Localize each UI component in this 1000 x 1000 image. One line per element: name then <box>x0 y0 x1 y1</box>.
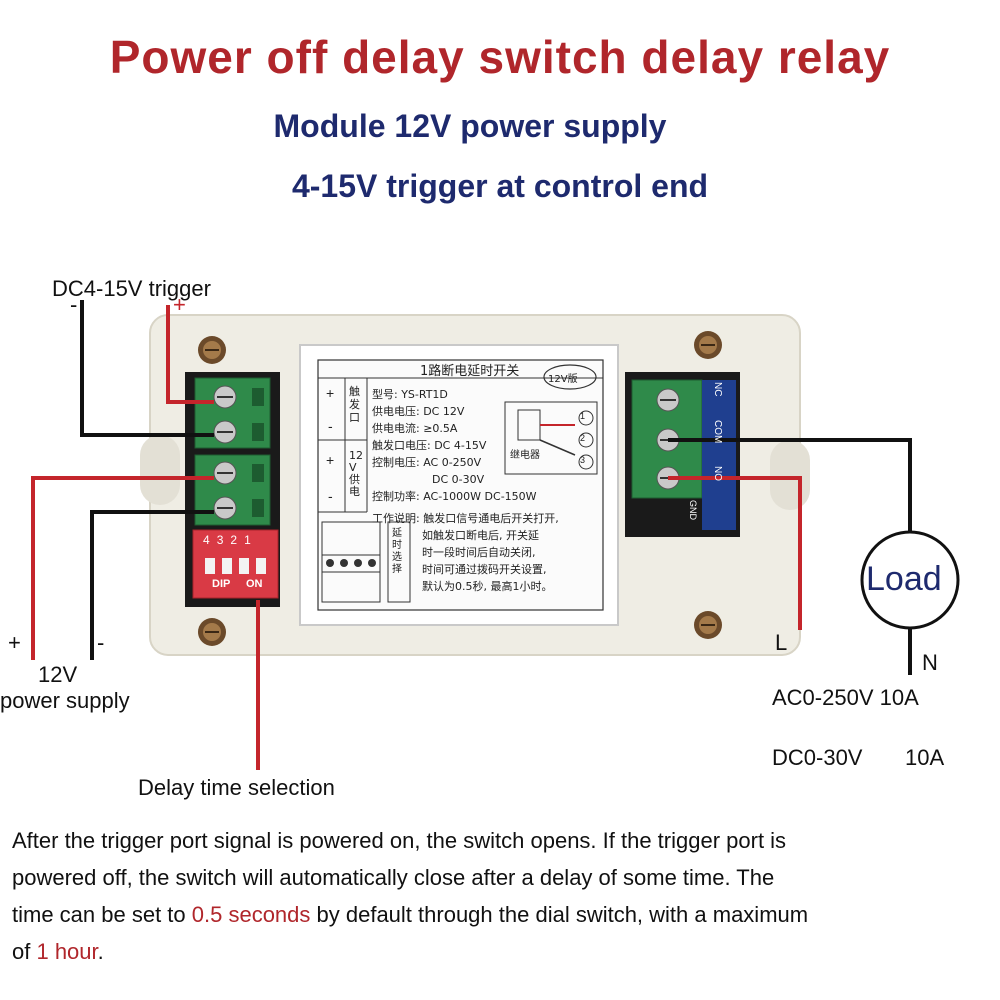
label-delay-select: 延时选择 <box>392 528 402 575</box>
description-line: time can be set to 0.5 seconds by defaul… <box>12 902 809 927</box>
terminal-screw-icon <box>213 385 237 409</box>
load-label: Load <box>866 560 942 598</box>
dip-label: DIP <box>212 578 231 590</box>
trigger-plus-wire <box>166 305 214 404</box>
screw-icon <box>198 618 226 646</box>
work-desc-line: 默认为0.5秒, 最高1小时。 <box>422 580 553 593</box>
neutral-label: N <box>922 650 938 675</box>
supply-text-label: power supply <box>0 688 130 713</box>
trigger-label: DC4-15V trigger <box>52 276 211 301</box>
label-power-minus: - <box>328 488 333 504</box>
terminal-screw-icon <box>213 496 237 520</box>
live-label: L <box>775 630 788 655</box>
mount-tab-left <box>140 435 180 505</box>
dc-rating-voltage-label: DC0-30V <box>772 745 863 770</box>
relay-pin-2: 2 <box>580 433 586 443</box>
spec-control-power: 控制功率: AC-1000W DC-150W <box>372 490 537 503</box>
dip-slider[interactable] <box>205 558 215 574</box>
module-work-description: 工作说明: 触发口信号通电后开关打开, 如触发口断电后, 开关延 时一段时间后自… <box>372 510 559 595</box>
spec-supply-voltage: 供电电压: DC 12V <box>372 405 465 418</box>
spec-model: 型号: YS-RT1D <box>372 388 448 401</box>
trigger-minus-label: - <box>70 292 78 317</box>
spec-trigger-voltage: 触发口电压: DC 4-15V <box>372 439 487 452</box>
label-power-port: 12V 供电 <box>349 449 363 498</box>
relay-pcb-strip <box>702 380 736 530</box>
work-desc-line: 工作说明: 触发口信号通电后开关打开, <box>372 512 559 525</box>
screw-icon <box>198 336 226 364</box>
supply-minus-label: - <box>97 630 105 655</box>
relay-nc-label: NC <box>712 382 723 397</box>
subtitle-power-supply: Module 12V power supply <box>273 108 667 144</box>
terminal-screw-icon <box>656 388 680 412</box>
trigger-plus-label: + <box>173 292 186 317</box>
label-relay: 继电器 <box>510 450 540 461</box>
description-line: powered off, the switch will automatical… <box>12 865 775 890</box>
label-trigger-port: 触发口 <box>349 385 360 424</box>
trigger-minus-wire <box>80 300 214 437</box>
relay-pin-1: 1 <box>580 411 586 421</box>
label-trigger-plus: + <box>326 385 335 401</box>
spec-supply-current: 供电电流: ≥0.5A <box>372 422 458 435</box>
label-trigger-minus: - <box>328 418 333 434</box>
description-line: of 1 hour. <box>12 939 104 964</box>
screw-icon <box>694 611 722 639</box>
supply-minus-wire <box>90 510 214 660</box>
mount-tab-right <box>770 440 810 510</box>
screw-icon <box>694 331 722 359</box>
terminal-screw-icon <box>213 461 237 485</box>
module-specs: 型号: YS-RT1D 供电电压: DC 12V 供电电流: ≥0.5A 触发口… <box>372 386 537 505</box>
wiring-diagram <box>31 300 960 770</box>
page-title: Power off delay switch delay relay <box>109 31 891 83</box>
com-wire <box>668 438 912 532</box>
supply-plus-label: + <box>8 630 21 655</box>
version-badge <box>543 364 597 390</box>
work-desc-line: 如触发口断电后, 开关延 <box>422 529 539 542</box>
gnd-label: GND <box>688 500 698 520</box>
dip-slider[interactable] <box>222 558 232 574</box>
dc-rating-current-label: 10A <box>905 745 945 770</box>
load-circle <box>860 530 960 630</box>
supply-voltage-label: 12V <box>38 662 78 687</box>
ac-rating-label: AC0-250V 10A <box>772 685 919 710</box>
work-desc-line: 时一段时间后自动关闭, <box>422 546 536 559</box>
terminal-screw-icon <box>213 420 237 444</box>
subtitle-trigger: 4-15V trigger at control end <box>291 168 709 204</box>
spec-control-voltage-ac: 控制电压: AC 0-250V <box>372 456 482 469</box>
description-line: After the trigger port signal is powered… <box>12 828 787 853</box>
label-power-plus: + <box>326 452 335 468</box>
highlight-default-time: 0.5 seconds <box>191 902 311 927</box>
dip-on-label: ON <box>246 578 263 590</box>
relay-pin-3: 3 <box>580 455 586 465</box>
work-desc-line: 时间可通过拨码开关设置, <box>422 563 547 576</box>
dip-slider[interactable] <box>256 558 266 574</box>
highlight-max-time: 1 hour <box>36 939 98 964</box>
version-badge-text: 12V版 <box>548 374 578 385</box>
description-paragraph: After the trigger port signal is powered… <box>12 822 992 970</box>
dip-slider[interactable] <box>239 558 249 574</box>
relay-no-label: NO <box>712 466 723 481</box>
supply-plus-wire <box>31 476 214 660</box>
module-title: 1路断电延时开关 <box>420 364 520 379</box>
dip-numbers: 4321 <box>203 533 258 547</box>
delay-selection-label: Delay time selection <box>138 775 335 800</box>
no-wire <box>668 476 802 630</box>
relay-com-label: COM <box>712 420 723 444</box>
spec-control-voltage-dc: DC 0-30V <box>432 473 485 486</box>
